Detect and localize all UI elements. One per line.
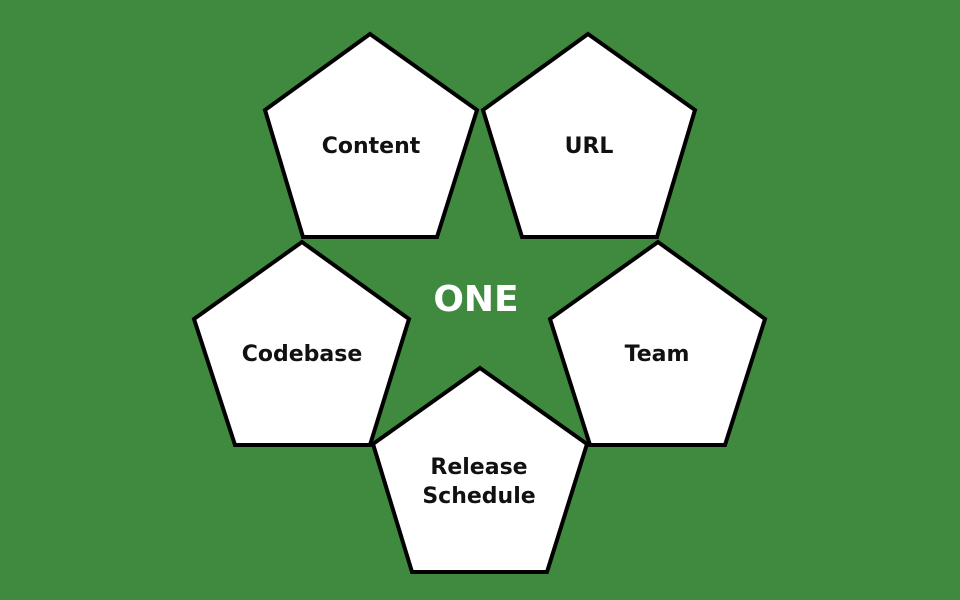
pentagon-label-codebase: Codebase [242,342,363,367]
pentagon-shape [480,31,698,239]
pentagon-label-release-schedule-line-2: Schedule [422,484,535,509]
pentagon-team: Team [547,239,768,447]
pentagon-shape [191,239,412,447]
pentagon-content: Content [262,31,480,239]
pentagon-url: URL [480,31,698,239]
pentagon-shape [370,365,590,574]
pentagon-label-team: Team [625,342,690,367]
pentagon-shape [262,31,480,239]
pentagon-release-schedule: Release Schedule [370,365,590,574]
pentagon-codebase: Codebase [191,239,412,447]
center-label: ONE [433,279,518,320]
pentagon-label-content: Content [322,134,421,159]
pentagon-label-release-schedule-line-1: Release [430,455,527,480]
pentagon-label-url: URL [565,134,614,159]
pentagon-shape [547,239,768,447]
